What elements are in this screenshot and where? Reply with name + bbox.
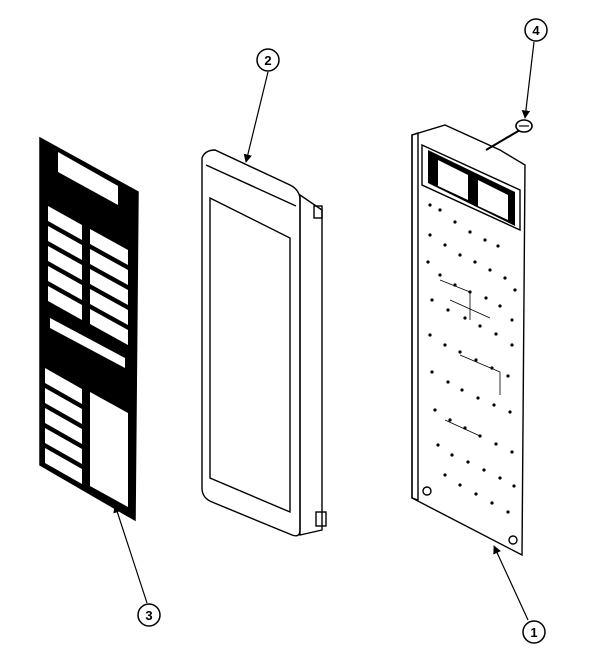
control-panel-housing (201, 149, 327, 537)
circuit-board (411, 124, 526, 557)
callout-label: 2 (264, 53, 271, 68)
callout-1: 1 (522, 620, 546, 644)
callout-2: 2 (256, 48, 280, 72)
callout-3: 3 (137, 603, 161, 627)
keypad-overlay (39, 136, 139, 522)
callout-4: 4 (524, 18, 548, 42)
mounting-screw (485, 119, 533, 151)
callout-label: 4 (532, 23, 540, 38)
callout-label: 3 (145, 608, 152, 623)
callout-label: 1 (530, 625, 537, 640)
leader-lines (113, 41, 535, 621)
